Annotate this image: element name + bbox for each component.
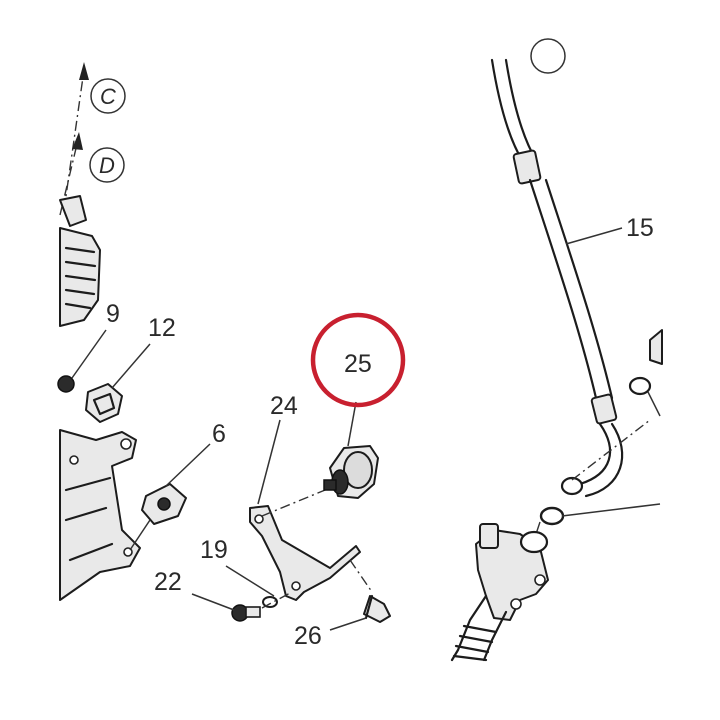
callout-12: 12 — [148, 314, 176, 342]
part-6: 6 — [129, 420, 226, 551]
right-edge-fitting — [628, 329, 663, 417]
callout-25: 25 — [344, 350, 372, 378]
part-24: 24 — [249, 392, 361, 601]
o-ring-washer — [539, 503, 661, 526]
reference-circle-d — [89, 147, 125, 183]
bracket-plate — [59, 429, 141, 601]
reference-label-d: D — [99, 153, 115, 178]
reference-arrow-c: C — [63, 62, 126, 211]
callout-24: 24 — [270, 392, 298, 420]
part-9: 9 — [57, 300, 120, 393]
reference-circle-c — [90, 78, 126, 114]
callout-15: 15 — [626, 214, 654, 242]
part-25: 25 — [323, 350, 379, 499]
highlight-ring — [310, 312, 406, 408]
part-26: 26 — [294, 559, 391, 650]
master-cylinder-assembly — [450, 521, 549, 662]
reference-circle-c-partial — [530, 38, 566, 74]
upper-left-component — [59, 195, 101, 327]
part-15: 15 — [490, 38, 654, 498]
part-12: 12 — [85, 314, 176, 423]
callout-9: 9 — [106, 300, 120, 328]
reference-label-c: C — [100, 84, 116, 109]
assembly-axis-24-25 — [261, 487, 331, 517]
callout-26: 26 — [294, 622, 322, 650]
callout-19: 19 — [200, 536, 228, 564]
callout-6: 6 — [212, 420, 226, 448]
reference-arrow-d: D — [59, 132, 125, 216]
part-22: 22 — [154, 568, 293, 622]
callout-22: 22 — [154, 568, 182, 596]
part-19: 19 — [200, 536, 278, 608]
